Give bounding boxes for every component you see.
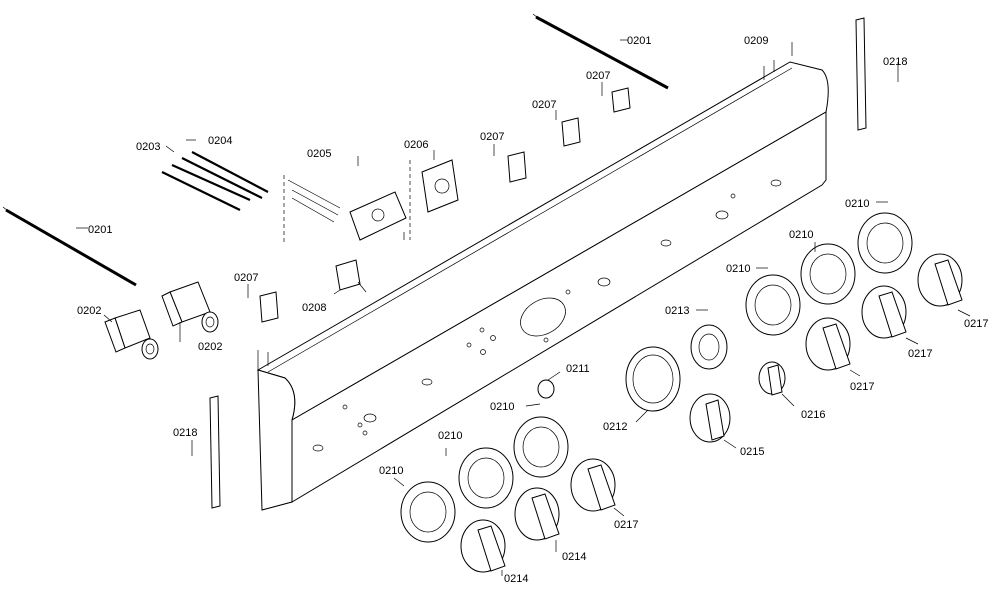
knob-0217-a bbox=[917, 253, 963, 307]
label-0216: 0216 bbox=[801, 409, 825, 421]
bracket-c bbox=[507, 151, 527, 183]
label-0212: 0212 bbox=[603, 421, 627, 433]
knob-0217-b bbox=[861, 285, 907, 339]
gas-valve-right bbox=[161, 281, 219, 333]
bezel-center bbox=[513, 416, 569, 478]
label-0210-a: 0210 bbox=[845, 198, 869, 210]
label-0207-d: 0207 bbox=[234, 272, 258, 284]
label-0217-d: 0217 bbox=[614, 519, 638, 531]
label-0217-b: 0217 bbox=[908, 348, 932, 360]
knob-0217-d bbox=[570, 458, 616, 512]
side-trim-right bbox=[855, 17, 867, 131]
label-0201-top: 0201 bbox=[627, 35, 651, 47]
label-0210-f: 0210 bbox=[379, 465, 403, 477]
bezel-right bbox=[745, 274, 801, 336]
label-0214-a: 0214 bbox=[562, 551, 586, 563]
label-0217-a: 0217 bbox=[964, 318, 988, 330]
label-0203: 0203 bbox=[136, 141, 160, 153]
bracket-a bbox=[611, 87, 631, 113]
bezel-top-right bbox=[857, 212, 913, 274]
side-trim-left bbox=[209, 395, 221, 509]
bezel-center-left bbox=[458, 447, 514, 509]
gas-valve-left bbox=[104, 309, 159, 360]
label-0207-b: 0207 bbox=[532, 99, 556, 111]
small-bezel bbox=[690, 324, 728, 370]
label-0218-right: 0218 bbox=[883, 56, 907, 68]
label-0205: 0205 bbox=[307, 148, 331, 160]
indicator-lens bbox=[537, 379, 555, 399]
label-0210-c: 0210 bbox=[726, 263, 750, 275]
label-0208: 0208 bbox=[302, 302, 326, 314]
thermocouple-set bbox=[161, 151, 269, 211]
knob-0214-a bbox=[514, 487, 560, 541]
bezel-mid-right bbox=[800, 243, 856, 305]
label-0210-e: 0210 bbox=[438, 430, 462, 442]
label-0210-b: 0210 bbox=[789, 229, 813, 241]
label-0217-c: 0217 bbox=[850, 381, 874, 393]
label-0201-left: 0201 bbox=[88, 224, 112, 236]
label-0210-d: 0210 bbox=[490, 401, 514, 413]
rocker-switch bbox=[335, 259, 367, 293]
knob-0216 bbox=[758, 361, 786, 396]
label-0209: 0209 bbox=[744, 35, 768, 47]
control-panel bbox=[256, 60, 829, 511]
knob-0217-c bbox=[805, 317, 851, 371]
rod-part-left bbox=[2, 206, 137, 287]
bezel-left bbox=[400, 481, 456, 543]
bracket-d bbox=[259, 291, 279, 323]
label-0206: 0206 bbox=[404, 139, 428, 151]
part-labels: 0201 0201 0202 0202 0203 0204 0205 0206 … bbox=[77, 35, 988, 585]
spark-module bbox=[409, 159, 459, 240]
label-0218-left: 0218 bbox=[173, 427, 197, 439]
knob-0215 bbox=[689, 393, 731, 443]
label-0214-b: 0214 bbox=[504, 573, 528, 585]
label-0207-a: 0207 bbox=[586, 70, 610, 82]
wire-harness-switch bbox=[283, 175, 407, 245]
large-bezel bbox=[625, 346, 681, 412]
label-0202-left: 0202 bbox=[77, 305, 101, 317]
label-0204: 0204 bbox=[208, 135, 232, 147]
label-0211: 0211 bbox=[566, 363, 590, 375]
label-0202-right: 0202 bbox=[198, 341, 222, 353]
label-0207-c: 0207 bbox=[480, 131, 504, 143]
bracket-b bbox=[561, 117, 581, 147]
label-0215: 0215 bbox=[740, 446, 764, 458]
knob-0214-b bbox=[460, 519, 506, 573]
rod-part-top bbox=[532, 13, 669, 90]
leader-lines bbox=[76, 39, 971, 576]
label-0213: 0213 bbox=[665, 305, 689, 317]
